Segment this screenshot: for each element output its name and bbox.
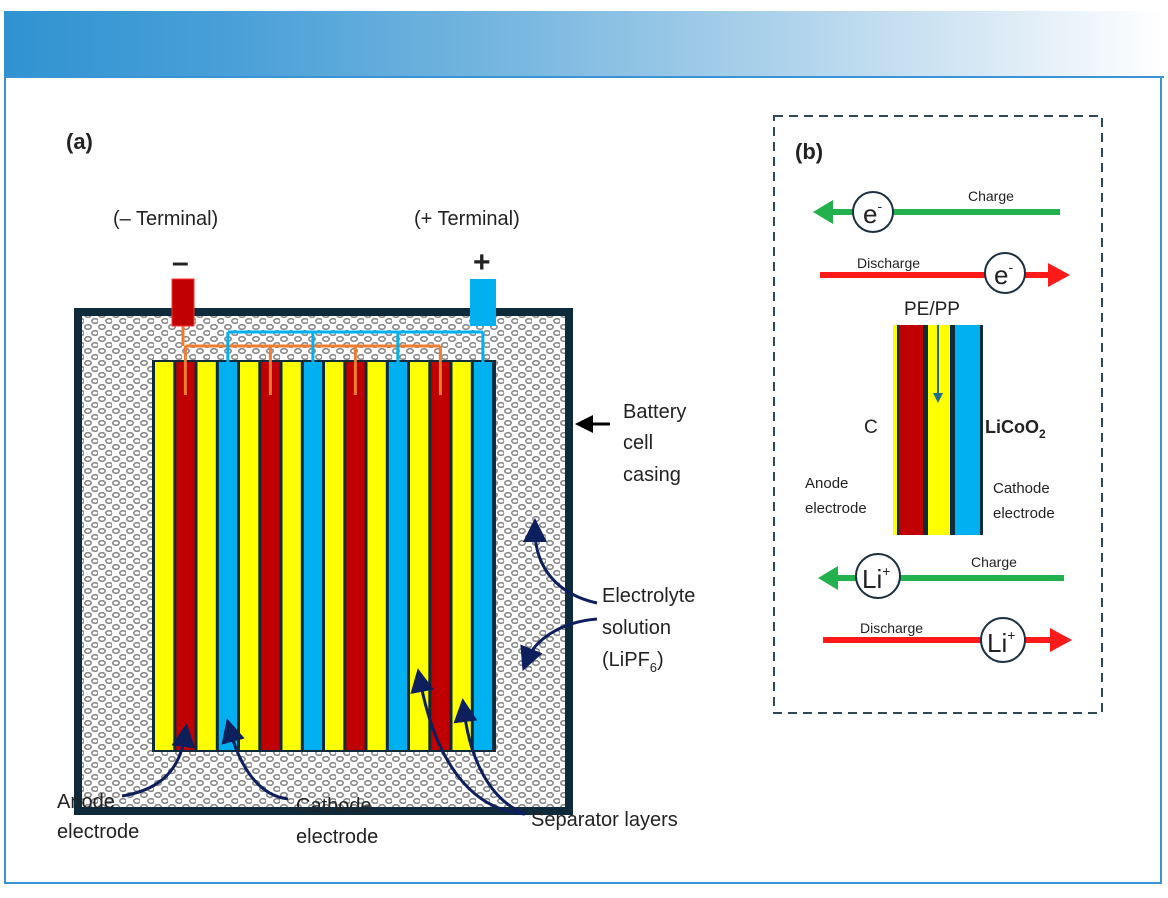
anode-material-label: C — [864, 417, 878, 438]
svg-text:Li+: Li+ — [862, 563, 890, 594]
cathode-strip — [388, 362, 408, 750]
terminal-wiring — [181, 326, 485, 395]
lithium-ion-icon — [980, 617, 1026, 663]
ion-discharge-arrow: Li+ Discharge — [823, 617, 1072, 663]
frame-top-line — [4, 76, 1164, 78]
cathode-electrode-label: Cathode electrode — [993, 480, 1055, 522]
cathode-label: Cathode electrode — [296, 795, 378, 848]
cathode-material-label: LiCoO2 — [985, 417, 1046, 441]
separator-callout-arrow-2 — [453, 698, 526, 816]
separator-strip — [410, 362, 429, 750]
ion-charge-arrow: Li+ Charge — [818, 553, 1064, 599]
anode-layer — [899, 325, 923, 535]
anode-strip — [176, 362, 195, 750]
panel-b-label: (b) — [795, 139, 823, 164]
cathode-callout-arrow — [221, 718, 289, 801]
separator-label: Separator layers — [531, 809, 678, 831]
electrolyte-callout-arrow-1 — [523, 518, 598, 605]
electron-discharge-arrow: e- Discharge — [820, 252, 1070, 294]
positive-sign-icon: + — [473, 246, 491, 279]
separator-strip — [155, 362, 174, 750]
separator-callout-arrow-1 — [410, 668, 526, 816]
separator-strip — [197, 362, 216, 750]
panel-b-border — [773, 115, 1103, 714]
electron-icon — [984, 252, 1026, 294]
separator-strip — [240, 362, 259, 750]
negative-terminal — [171, 278, 195, 327]
lithium-ion-icon — [855, 553, 901, 599]
separator-strip — [367, 362, 386, 750]
casing-label: Battery cell casing — [623, 401, 692, 486]
anode-strip — [431, 362, 450, 750]
figure-frame — [4, 77, 1162, 884]
electrolyte-callout-arrow-2 — [520, 617, 598, 672]
anode-separator-edge — [893, 325, 897, 535]
electrolyte-formula: (LiPF6) — [602, 649, 664, 675]
svg-text:e-: e- — [863, 198, 882, 229]
anode-strip — [346, 362, 365, 750]
header-banner — [4, 11, 1164, 77]
electron-icon — [852, 191, 894, 233]
cathode-layer — [955, 325, 980, 535]
anode-label: Anode electrode — [57, 791, 139, 843]
neg-terminal-label: (– Terminal) — [113, 208, 218, 230]
positive-terminal — [470, 279, 496, 326]
anode-callout-arrow — [121, 723, 196, 798]
pos-terminal-label: (+ Terminal) — [414, 208, 520, 230]
cathode-strip — [473, 362, 493, 750]
cathode-strip — [218, 362, 238, 750]
panel-a-label: (a) — [66, 129, 93, 154]
separator-material-label: PE/PP — [904, 299, 960, 320]
cathode-strip — [303, 362, 323, 750]
electron-charge-arrow: e- Charge — [813, 188, 1060, 233]
panel-a: (a) (– Terminal) (+ Terminal) – + Batter… — [57, 129, 701, 848]
separator-strip — [452, 362, 471, 750]
negative-sign-icon: – — [172, 246, 189, 279]
svg-text:Li+: Li+ — [987, 627, 1015, 658]
discharge-label: Discharge — [857, 255, 920, 271]
svg-text:e-: e- — [994, 259, 1013, 290]
separator-layer — [928, 325, 950, 535]
separator-strip — [325, 362, 344, 750]
cell-layer-stack: PE/PP C LiCoO2 Anode electrode Cathode e… — [805, 299, 1055, 535]
discharge-label: Discharge — [860, 620, 923, 636]
anode-electrode-label: Anode electrode — [805, 475, 867, 517]
charge-label: Charge — [971, 554, 1017, 570]
panel-b: (b) e- Charge e- Discharge PE/PP C — [773, 115, 1103, 714]
charge-label: Charge — [968, 188, 1014, 204]
anode-strip — [261, 362, 280, 750]
electrolyte-label: Electrolyte solution — [602, 585, 701, 639]
separator-strip — [282, 362, 301, 750]
electrode-strips — [155, 362, 493, 750]
